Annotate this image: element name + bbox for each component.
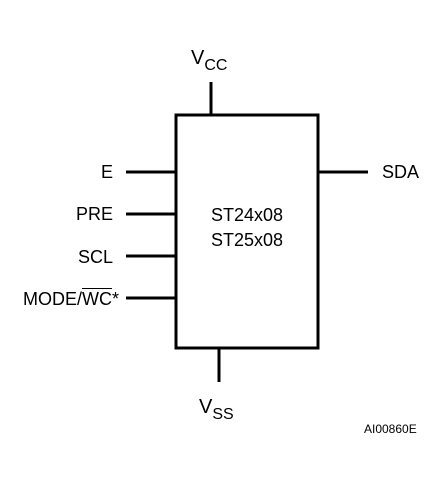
vcc-label-main: V	[191, 47, 205, 69]
pin-label-mode-suffix: *	[111, 289, 119, 309]
pin-label-e: E	[100, 162, 113, 182]
pin-label-wc-overline: WC	[81, 289, 112, 309]
pin-label-scl: SCL	[77, 247, 113, 267]
vcc-label-sub: CC	[204, 57, 228, 74]
chip-name-2: ST25x08	[210, 230, 284, 250]
vss-label-main: V	[199, 396, 213, 418]
chip-name-1: ST24x08	[210, 205, 284, 225]
vss-label-sub: SS	[212, 406, 234, 423]
figure-reference: AI00860E	[364, 422, 417, 436]
chip-body	[174, 113, 320, 350]
pin-label-mode-wc: MODE/WC*	[23, 290, 119, 308]
vcc-label: VCC	[191, 48, 227, 74]
pin-label-mode-prefix: MODE/	[22, 289, 82, 309]
pin-label-sda: SDA	[382, 162, 420, 182]
pin-label-pre: PRE	[75, 204, 113, 224]
vss-label: VSS	[199, 397, 234, 423]
